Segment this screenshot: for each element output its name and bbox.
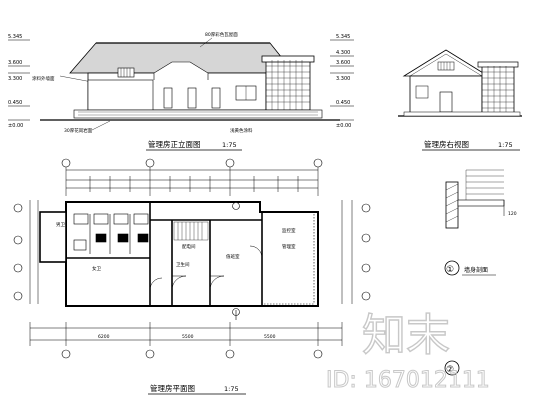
- plan-dim-width-1: 6200: [98, 334, 110, 340]
- front-note-granite: 30厚花岗岩面: [64, 127, 93, 134]
- side-door: [439, 91, 453, 113]
- plan-top-dimensions: [65, 164, 319, 196]
- front-left-level-2: 3.600: [8, 60, 22, 66]
- wall-section-marker-label: ①: [446, 265, 454, 275]
- front-gable: [153, 61, 209, 80]
- front-right-level-4: 3.300: [336, 76, 350, 82]
- plan-glazed-wall: [264, 214, 315, 305]
- plan-grid-bubbles-right: [341, 200, 371, 304]
- watermark: 知末 ID: 167012111: [326, 309, 491, 393]
- front-note-wall-paint: 涂料外墙面: [32, 75, 55, 82]
- wall-section-dim: 120: [508, 211, 517, 217]
- front-left-level-1: 5.345: [8, 34, 22, 40]
- room-management: 管理室: [282, 243, 296, 250]
- floor-plan-scale: 1:75: [224, 385, 239, 393]
- side-elevation-title: 管理房右视图: [424, 139, 469, 149]
- front-bottom-note: 浅黄色涂料: [230, 127, 253, 134]
- plan-section-marks: [232, 202, 240, 320]
- plan-grid-bubbles-bottom: [61, 349, 323, 359]
- room-women-toilet: 女卫: [92, 265, 101, 272]
- floor-plan: 男卫 女卫 卫生间 值班室 管理室 监控室 配电间 6200 5500 5500…: [13, 158, 371, 395]
- wall-section-detail: 120 ① 墙身剖面 ②: [444, 169, 517, 376]
- front-left-level-3: 3.300: [8, 76, 22, 82]
- front-left-level-5: ±0.00: [8, 123, 23, 129]
- plan-bottom-dimensions: [29, 322, 343, 346]
- front-left-levels: 5.345 3.600 3.300 0.450 ±0.00: [8, 34, 30, 129]
- wall-section-marker: [444, 260, 460, 276]
- second-detail-marker: [444, 360, 460, 376]
- front-right-block: [265, 59, 311, 111]
- front-elevation-scale: 1:75: [222, 141, 237, 149]
- plan-door-swings: [149, 245, 263, 291]
- wall-section-title: 墙身剖面: [464, 266, 488, 274]
- front-roof-note: 80厚彩色瓦屋面: [205, 31, 238, 38]
- front-door-1: [163, 87, 173, 109]
- side-grid-glazing: [482, 66, 514, 114]
- front-right-levels: 5.345 4.300 3.600 3.300 0.450 ±0.00: [330, 34, 354, 129]
- front-right-level-5: 0.450: [336, 100, 350, 106]
- front-louver-window: [117, 67, 135, 78]
- front-right-block-cap: [261, 55, 315, 63]
- room-restroom: 卫生间: [176, 261, 190, 268]
- side-window: [415, 85, 429, 99]
- front-left-annex: [87, 79, 154, 111]
- second-detail-marker-label: ②: [446, 365, 454, 375]
- front-right-level-6: ±0.00: [336, 123, 351, 129]
- room-power: 配电间: [182, 243, 196, 250]
- plan-grid-bubbles-left: [13, 200, 39, 304]
- plan-left-wing: [39, 211, 67, 263]
- front-elevation: 5.345 3.600 3.300 0.450 ±0.00 涂料外墙面 30厚花…: [8, 31, 354, 151]
- plan-toilet-fixtures: [73, 213, 149, 254]
- side-elevation-scale: 1:75: [498, 141, 513, 149]
- front-right-level-1: 5.345: [336, 34, 350, 40]
- front-grid-glazing: [266, 60, 310, 110]
- front-elevation-title: 管理房正立面图: [148, 139, 201, 149]
- plan-interior-walls: [66, 202, 263, 306]
- floor-plan-title: 管理房平面图: [150, 383, 195, 393]
- room-duty: 值班室: [226, 253, 240, 260]
- side-louver: [437, 61, 455, 71]
- front-plinth: [73, 109, 323, 119]
- front-left-level-4: 0.450: [8, 100, 22, 106]
- room-monitoring: 监控室: [282, 227, 296, 234]
- plan-grid-bubbles-top: [61, 158, 323, 168]
- side-elevation: 管理房右视图 1:75: [398, 49, 522, 151]
- front-door-3: [211, 87, 221, 109]
- plan-dim-width-2: 5500: [182, 334, 194, 340]
- watermark-id: ID: 167012111: [326, 368, 490, 393]
- front-right-level-3: 3.600: [336, 60, 350, 66]
- front-door-2: [187, 87, 197, 109]
- room-men-toilet: 男卫: [56, 222, 65, 228]
- plan-exterior-wall: [65, 201, 319, 307]
- front-right-level-2: 4.300: [336, 50, 350, 56]
- watermark-brand: 知末: [362, 310, 450, 361]
- plan-dim-width-3: 5500: [264, 334, 276, 340]
- plan-stair-hatch: [173, 221, 209, 241]
